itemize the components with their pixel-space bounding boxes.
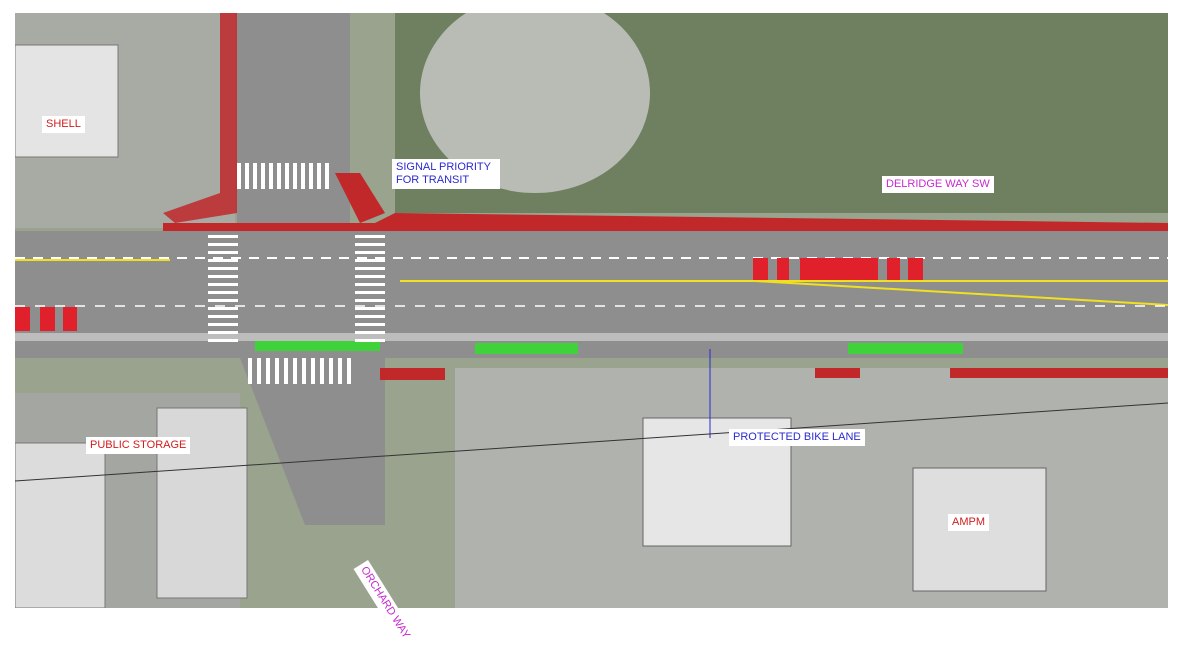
orchard-way-road	[237, 13, 385, 525]
crosswalk-stripe	[245, 163, 249, 189]
crosswalk-stripe	[277, 163, 281, 189]
crosswalk-stripe	[248, 358, 252, 384]
label-protected-bike-lane: PROTECTED BIKE LANE	[729, 429, 865, 446]
crosswalk-stripe	[347, 358, 351, 384]
crosswalk-stripe	[208, 331, 238, 334]
shell-building	[15, 44, 119, 158]
label-signal-priority: SIGNAL PRIORITY FOR TRANSIT	[392, 159, 500, 189]
bike-lane-segments	[255, 341, 963, 354]
crosswalk-stripe	[293, 358, 297, 384]
crosswalk-stripe	[269, 163, 273, 189]
crosswalk-stripe	[338, 358, 342, 384]
crosswalk-stripe	[302, 358, 306, 384]
label-public-storage: PUBLIC STORAGE	[86, 437, 191, 454]
crosswalk-stripe	[208, 267, 238, 270]
crosswalk-stripe	[208, 307, 238, 310]
storage-building-1	[15, 442, 106, 608]
crosswalk-stripe	[253, 163, 257, 189]
tank-structure	[420, 13, 650, 193]
crosswalk-stripe	[208, 323, 238, 326]
road-design-overlay	[15, 13, 1168, 608]
crosswalk-stripe	[355, 267, 385, 270]
crosswalk-stripe	[329, 358, 333, 384]
crosswalk-stripe	[301, 163, 305, 189]
crosswalk-stripe	[355, 323, 385, 326]
crosswalk-stripe	[266, 358, 270, 384]
crosswalk-stripe	[355, 299, 385, 302]
crosswalk-stripe	[293, 163, 297, 189]
bus-lane-pads	[15, 258, 923, 331]
label-ampm: AMPM	[948, 514, 989, 531]
crosswalk-stripe	[311, 358, 315, 384]
crosswalk-stripe	[355, 235, 385, 238]
crosswalk-stripe	[208, 291, 238, 294]
crosswalk-stripe	[208, 259, 238, 262]
crosswalk-stripe	[355, 339, 385, 342]
crosswalk-stripe	[309, 163, 313, 189]
crosswalk-stripe	[208, 283, 238, 286]
crosswalk-stripe	[355, 291, 385, 294]
crosswalk-stripe	[285, 163, 289, 189]
crosswalk-stripe	[208, 339, 238, 342]
crosswalk-stripe	[208, 251, 238, 254]
crosswalk-stripe	[275, 358, 279, 384]
crosswalk-stripe	[355, 315, 385, 318]
label-delridge-way-sw: DELRIDGE WAY SW	[882, 176, 994, 193]
crosswalk-stripe	[355, 331, 385, 334]
crosswalk-stripe	[257, 358, 261, 384]
crosswalk-stripe	[261, 163, 265, 189]
crosswalk-stripe	[355, 307, 385, 310]
crosswalk-stripe	[208, 275, 238, 278]
label-shell: SHELL	[42, 116, 85, 133]
crosswalk-stripe	[355, 283, 385, 286]
crosswalk-stripe	[320, 358, 324, 384]
crosswalk-stripe	[208, 299, 238, 302]
crosswalk-stripe	[317, 163, 321, 189]
crosswalk-stripe	[355, 259, 385, 262]
crosswalk-stripe	[284, 358, 288, 384]
crosswalk-stripe	[355, 275, 385, 278]
crosswalk-stripe	[355, 251, 385, 254]
aerial-map: // crosswalk stripes (function(){ const …	[15, 13, 1168, 608]
crosswalk-stripe	[208, 235, 238, 238]
crosswalk-stripe	[208, 243, 238, 246]
crosswalk-stripe	[325, 163, 329, 189]
crosswalk-stripe	[237, 163, 241, 189]
crosswalk-stripe	[208, 315, 238, 318]
crosswalk-stripe	[355, 243, 385, 246]
